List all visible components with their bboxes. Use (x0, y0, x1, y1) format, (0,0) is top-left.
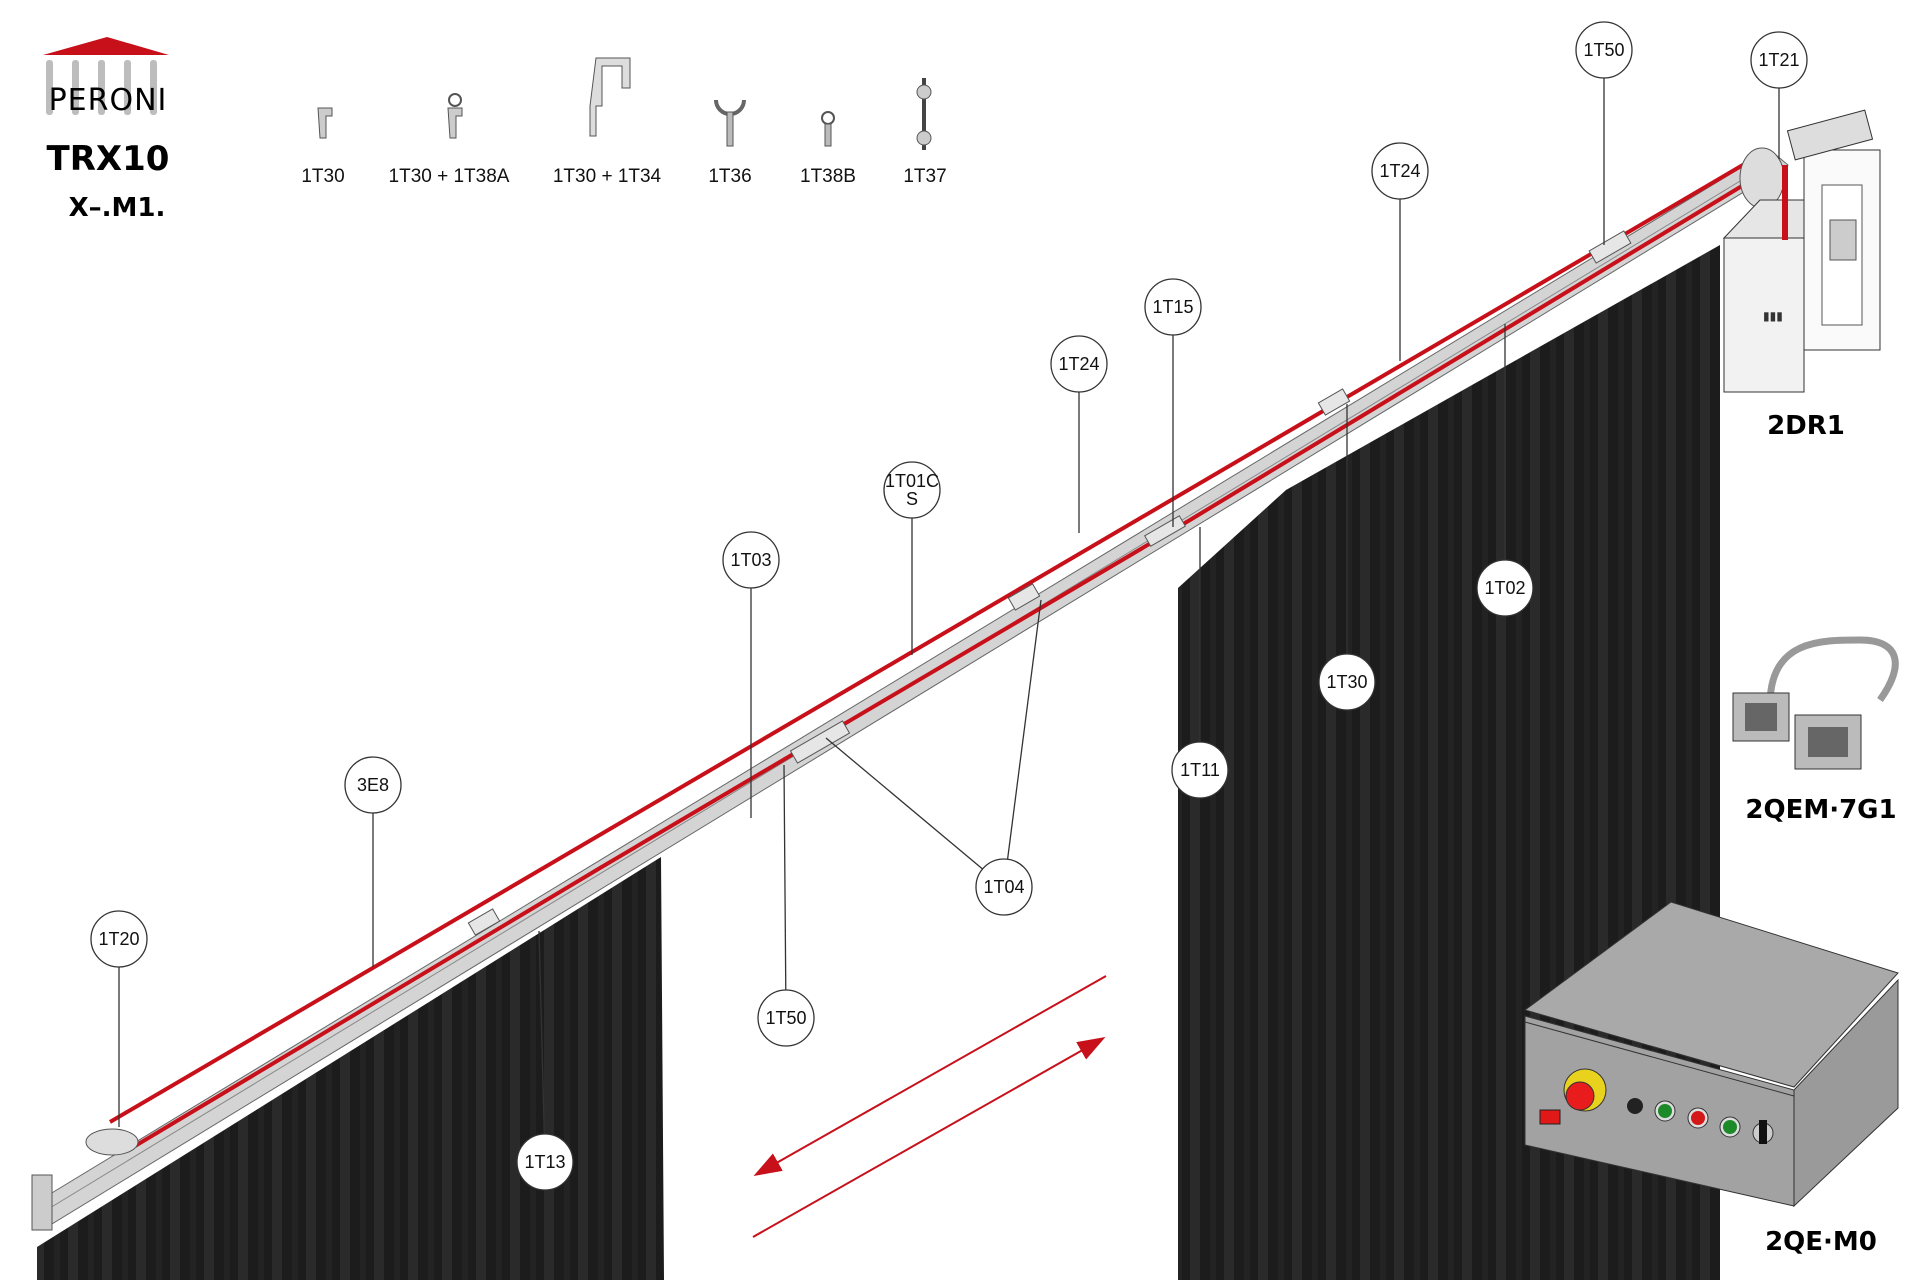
curtain-left (37, 857, 664, 1280)
accessory-1t37: 1T37 (903, 78, 947, 187)
model-name: TRX10 (47, 139, 170, 179)
callout-3e8: 3E8 (344, 756, 402, 967)
cable-label: 2QEM·7G1 (1745, 795, 1896, 825)
callout-label: 1T24 (1058, 354, 1099, 374)
callout-circle (1318, 653, 1376, 711)
green-push-button (1658, 1104, 1672, 1118)
leader-line (825, 737, 983, 870)
callout-1t04: 1T04 (825, 599, 1042, 916)
callout-1t20: 1T20 (90, 910, 148, 1127)
callout-1t21: 1T21 (1750, 31, 1808, 159)
callout-label: 1T03 (730, 550, 771, 570)
arrow-open-direction (752, 1037, 1106, 1238)
peroni-logo: PERONI (43, 37, 169, 118)
connector-cable (1732, 636, 1899, 770)
callout-label: S (906, 489, 918, 509)
callout-1t13: 1T13 (516, 930, 574, 1191)
drive-belt-upper (108, 150, 1767, 1124)
red-push-button (1691, 1111, 1705, 1125)
callout-label: 1T50 (765, 1008, 806, 1028)
callout-circle (975, 858, 1033, 916)
callout-label: 1T21 (1758, 50, 1799, 70)
motor-unit: ▮▮▮ (1722, 109, 1881, 393)
callout-circle (1050, 335, 1108, 393)
callout-circle (1750, 31, 1808, 89)
callout-label: 1T50 (1583, 40, 1624, 60)
svg-text:1T30 + 1T38A: 1T30 + 1T38A (389, 166, 510, 187)
callout-circle (1476, 559, 1534, 617)
callout-circle (757, 989, 815, 1047)
svg-text:1T38B: 1T38B (800, 166, 856, 187)
svg-text:1T36: 1T36 (708, 166, 751, 187)
svg-text:1T30: 1T30 (301, 166, 344, 187)
callout-1t24: 1T24 (1050, 335, 1108, 533)
control-box-label: 2QE·M0 (1765, 1227, 1877, 1257)
model-code: X–.M1. (69, 193, 166, 223)
callout-label: 1T04 (983, 877, 1024, 897)
accessory-1t38b: 1T38B (800, 111, 856, 187)
control-box (1523, 901, 1899, 1208)
callout-label: 1T11 (1180, 760, 1220, 780)
callout-1t50: 1T50 (1575, 21, 1633, 245)
svg-text:1T30 + 1T34: 1T30 + 1T34 (553, 166, 662, 187)
callout-1t03: 1T03 (722, 531, 780, 818)
motor-label: 2DR1 (1767, 411, 1845, 441)
callout-label: 3E8 (357, 775, 389, 795)
callout-1t30: 1T30 (1318, 404, 1376, 711)
callout-circle (1171, 741, 1229, 799)
emergency-stop-button (1565, 1081, 1595, 1111)
svg-text:1T37: 1T37 (903, 166, 946, 187)
callout-circle (344, 756, 402, 814)
callout-circle (1371, 142, 1429, 200)
accessory-1t30-1t38a: 1T30 + 1T38A (389, 93, 510, 187)
key-switch-knob (1627, 1098, 1643, 1114)
power-switch (1539, 1109, 1561, 1125)
callout-circle (516, 1133, 574, 1191)
callout-label: 1T02 (1484, 578, 1525, 598)
callout-1t11: 1T11 (1171, 527, 1229, 799)
callout-label: 1T15 (1152, 297, 1193, 317)
leader-line (783, 764, 787, 991)
callout-circle (1144, 278, 1202, 336)
selector-switch (1759, 1120, 1767, 1144)
logo-roof (43, 37, 169, 55)
svg-text:▮▮▮: ▮▮▮ (1763, 309, 1783, 323)
callout-circle (883, 461, 941, 519)
accessory-list: 1T30 1T30 + 1T38A 1T30 + 1T34 1T36 1T38B… (301, 57, 947, 187)
callout-label: 1T24 (1379, 161, 1420, 181)
curtain-track (31, 147, 1789, 1231)
leader-line (1006, 599, 1042, 860)
arrow-close-direction (753, 975, 1107, 1176)
accessory-1t30-1t34: 1T30 + 1T34 (553, 57, 662, 187)
green-push-button-2 (1723, 1120, 1737, 1134)
callout-circle (90, 910, 148, 968)
end-bracket (31, 1174, 53, 1231)
callout-label: 1T01C (885, 471, 939, 491)
return-pulley (85, 1128, 139, 1156)
callout-label: 1T20 (98, 929, 139, 949)
logo-columns (46, 60, 157, 115)
callout-1t15: 1T15 (1144, 278, 1202, 527)
callout-1t24: 1T24 (1371, 142, 1429, 361)
callout-label: 1T13 (524, 1152, 565, 1172)
drive-pulley (1739, 147, 1785, 209)
accessory-1t30: 1T30 (301, 107, 345, 187)
callout-circle (1575, 21, 1633, 79)
callout-1t50: 1T50 (757, 764, 815, 1047)
drive-belt-lower (133, 170, 1767, 1148)
callout-1t02: 1T02 (1476, 324, 1534, 617)
callout-circle (722, 531, 780, 589)
leader-line (538, 930, 545, 1135)
logo-text: PERONI (49, 83, 168, 118)
callout-label: 1T30 (1326, 672, 1367, 692)
accessory-1t36: 1T36 (708, 99, 752, 187)
